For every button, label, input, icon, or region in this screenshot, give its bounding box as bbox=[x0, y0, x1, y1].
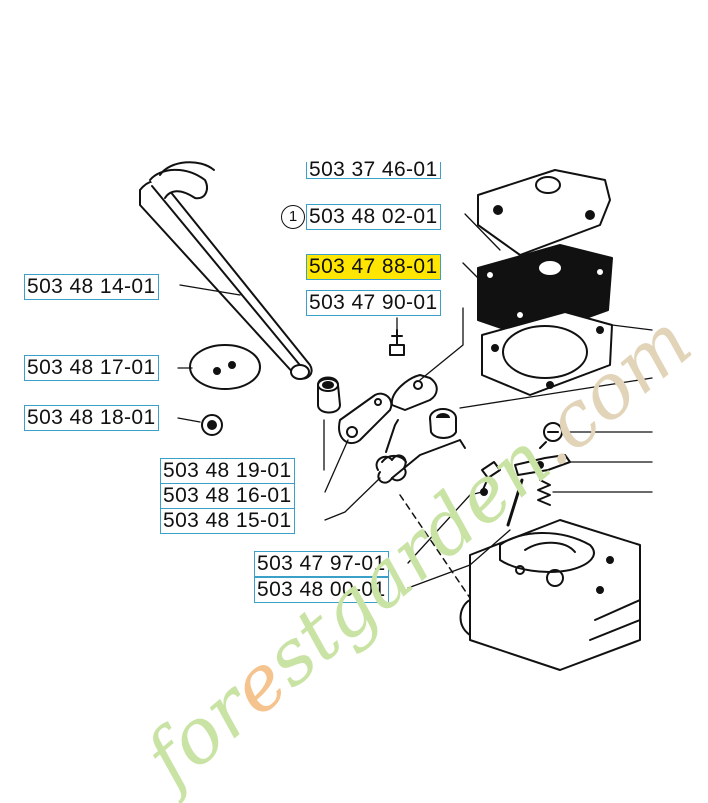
throttle-lever bbox=[338, 392, 393, 445]
part-number-top-cut: 503 37 46-01 bbox=[306, 159, 441, 180]
pump-cover bbox=[477, 169, 611, 256]
callout-circle: 1 bbox=[281, 205, 305, 229]
part-number-503-48-02-01[interactable]: 503 48 02-01 bbox=[306, 204, 441, 230]
part-number-503-47-88-01[interactable]: 503 47 88-01 bbox=[306, 254, 441, 280]
part-number-503-48-14-01[interactable]: 503 48 14-01 bbox=[24, 274, 159, 300]
right-screw bbox=[539, 422, 563, 449]
carburetor-parts-diagram: 503 37 46-01 1 503 48 02-01 503 47 88-01… bbox=[24, 159, 708, 803]
return-spring bbox=[375, 419, 466, 484]
throttle-shaft bbox=[139, 161, 313, 380]
carburetor-body bbox=[459, 519, 641, 671]
part-number-503-48-19-01[interactable]: 503 48 19-01 bbox=[160, 458, 295, 484]
spring-lever bbox=[390, 374, 438, 411]
inlet-spring bbox=[537, 479, 551, 506]
small-screw bbox=[201, 414, 223, 436]
gasket bbox=[481, 311, 613, 396]
part-number-503-48-18-01[interactable]: 503 48 18-01 bbox=[24, 405, 159, 431]
leader-lines bbox=[177, 213, 653, 589]
pin bbox=[506, 478, 524, 527]
part-number-503-48-16-01[interactable]: 503 48 16-01 bbox=[160, 483, 295, 509]
exploded-view-drawing bbox=[139, 161, 653, 671]
throttle-disc bbox=[189, 344, 261, 390]
part-number-503-47-97-01[interactable]: 503 47 97-01 bbox=[254, 551, 389, 577]
bushing-2 bbox=[429, 408, 457, 439]
part-number-503-48-00-01[interactable]: 503 48 00-01 bbox=[254, 577, 389, 603]
part-number-503-47-90-01[interactable]: 503 47 90-01 bbox=[306, 290, 441, 316]
part-number-503-48-15-01[interactable]: 503 48 15-01 bbox=[160, 508, 295, 534]
part-number-503-48-17-01[interactable]: 503 48 17-01 bbox=[24, 355, 159, 381]
bushing bbox=[317, 376, 341, 414]
needle-valve bbox=[480, 461, 501, 496]
lever-screw bbox=[389, 329, 405, 356]
inlet-lever bbox=[514, 454, 571, 476]
